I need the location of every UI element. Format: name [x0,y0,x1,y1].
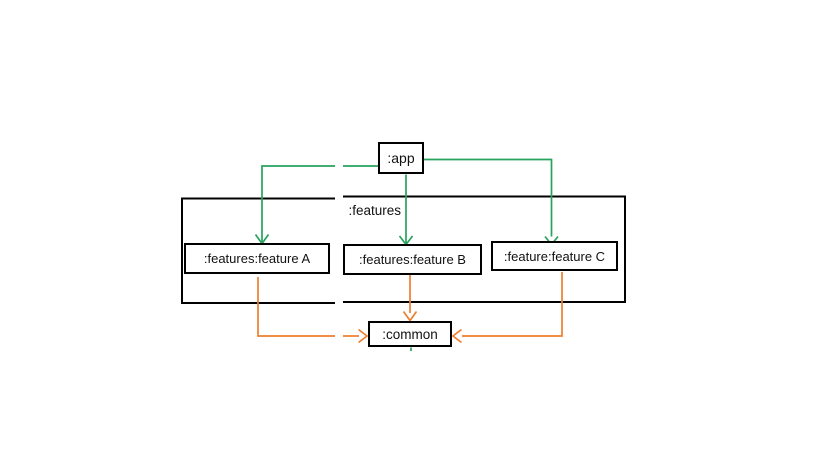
edge-line [423,158,553,237]
node-feature-b: :features:feature B [343,244,482,275]
edge-app-to-feature-b [398,174,414,246]
node-common: :common [368,321,452,347]
common-dependency-edges [257,272,563,344]
edge-feature-b-to-common [402,275,418,322]
edge-feature-a-to-common [257,277,369,344]
arrowhead-left-icon [451,328,463,344]
edge-line [257,277,335,337]
edge-line [462,272,563,337]
node-feature-c-label: :feature:feature C [503,248,606,264]
arrowhead-right-icon [357,328,369,344]
node-feature-c: :feature:feature C [491,241,618,271]
node-feature-a-label: :features:feature A [203,251,311,266]
edge-line [261,165,335,242]
node-feature-a: :features:feature A [184,243,330,274]
features-container-label: :features [348,203,401,218]
node-common-label: :common [382,326,438,342]
arrowhead-down-icon [402,311,418,322]
node-app: :app [378,142,424,174]
edge-app-to-feature-c [423,158,559,246]
edge-feature-c-to-common [451,272,563,344]
node-app-label: :app [387,150,415,166]
node-feature-b-label: :features:feature B [359,252,466,267]
